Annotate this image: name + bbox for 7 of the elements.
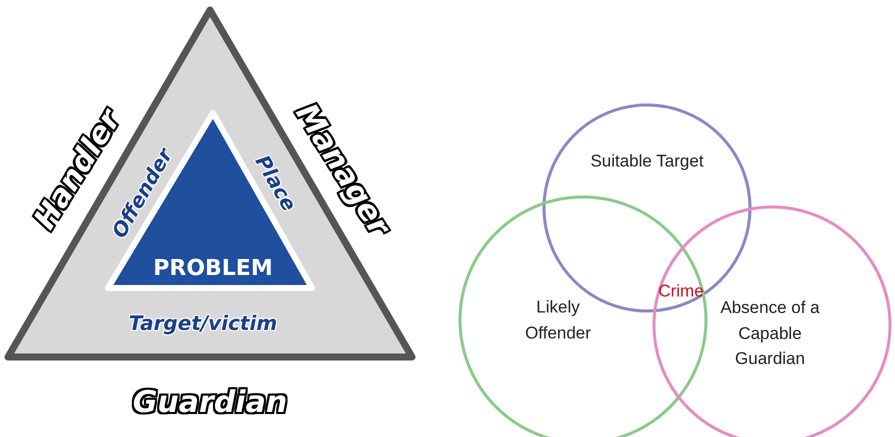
side-label: Target/victim bbox=[128, 313, 278, 333]
circle-label: Likely Offender bbox=[524, 296, 592, 344]
side-label: Guardian bbox=[132, 388, 288, 418]
overlap-label: Crime bbox=[658, 282, 704, 300]
circle-label: Suitable Target bbox=[589, 150, 705, 172]
circle-label: Absence of a Capable Guardian bbox=[719, 296, 821, 370]
problem-label: PROBLEM bbox=[153, 258, 273, 280]
